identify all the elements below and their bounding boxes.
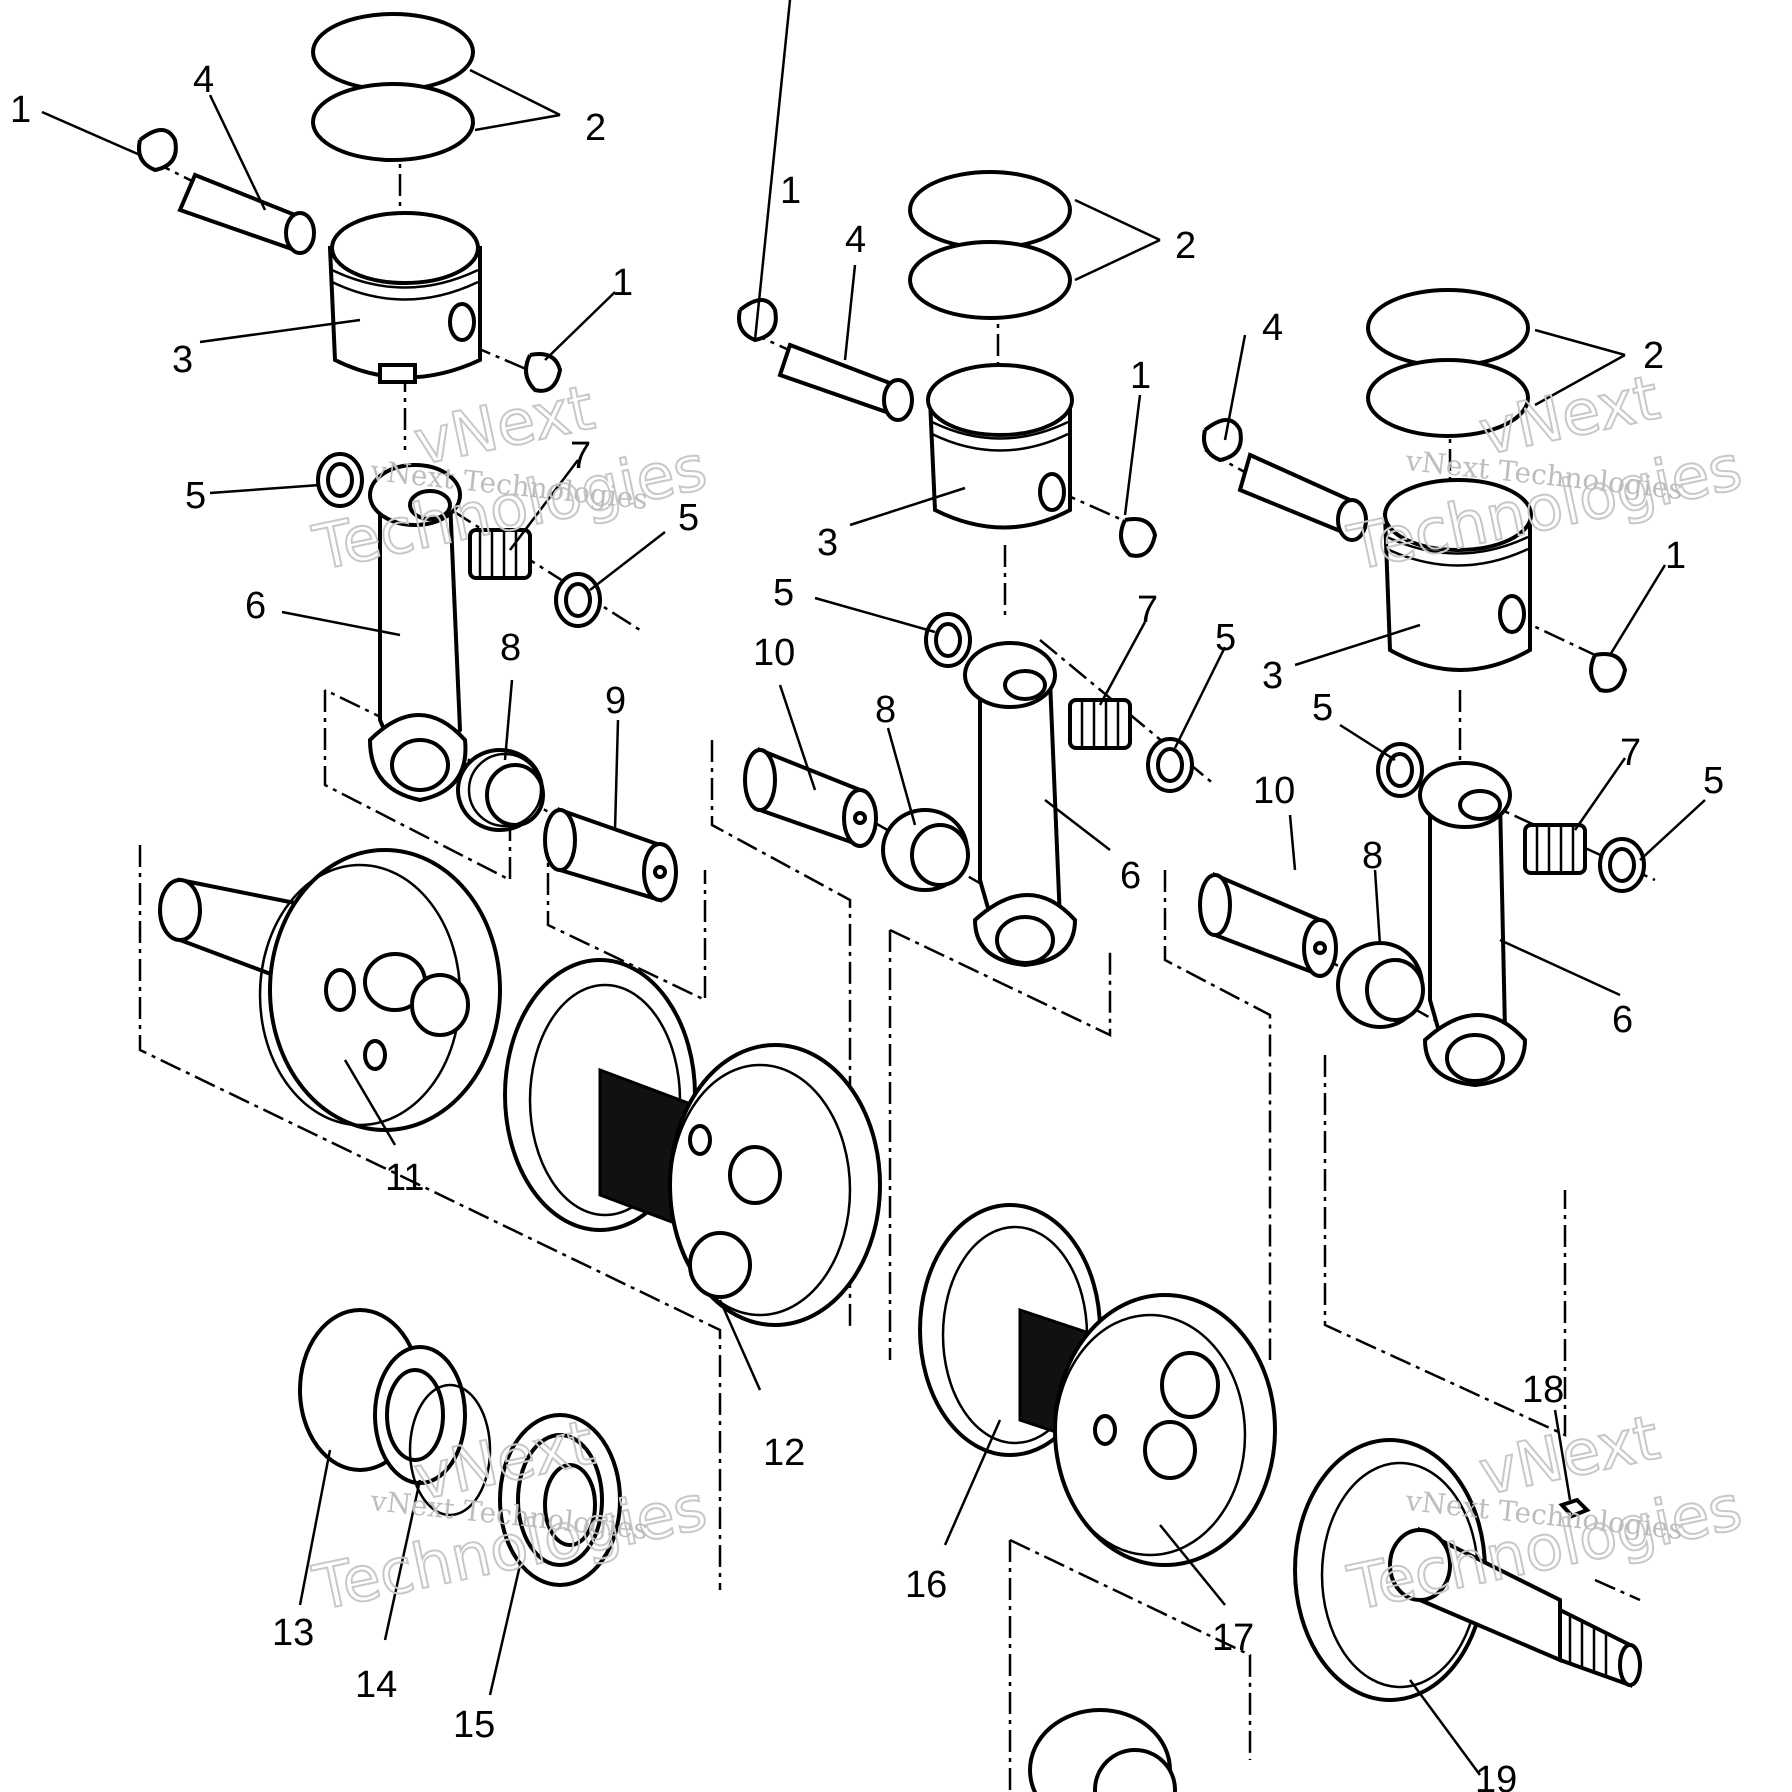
circlip-c2 xyxy=(1589,652,1628,693)
crank-pin-c xyxy=(1198,871,1338,978)
big-end-bearing-c xyxy=(1336,941,1425,1029)
piston-c xyxy=(1382,478,1533,672)
callout-4: 4 xyxy=(845,219,866,261)
callout-18: 18 xyxy=(1522,1369,1564,1411)
callout-16: 16 xyxy=(905,1564,947,1606)
callout-9: 9 xyxy=(605,680,626,722)
callout-15: 15 xyxy=(453,1704,495,1746)
callout-3: 3 xyxy=(1262,655,1283,697)
crankshaft-center-16-17 xyxy=(918,1203,1277,1567)
wrist-pin-c xyxy=(1237,452,1368,542)
big-end-bearing-a xyxy=(456,748,545,832)
callout-10: 10 xyxy=(753,632,795,674)
callout-7: 7 xyxy=(1620,732,1641,774)
small-end-bearing-c xyxy=(1523,823,1587,875)
callout-11: 11 xyxy=(385,1157,424,1199)
callout-1: 1 xyxy=(612,262,633,304)
callout-1: 1 xyxy=(1665,535,1686,577)
piston-ring-top-c xyxy=(1366,288,1530,368)
crankshaft-center-12 xyxy=(503,958,882,1327)
callout-2: 2 xyxy=(585,107,606,149)
callout-1: 1 xyxy=(1130,355,1151,397)
piston-set-left xyxy=(137,12,678,903)
callout-14: 14 xyxy=(355,1664,397,1706)
main-bearings-13-15 xyxy=(298,1308,622,1587)
callout-5: 5 xyxy=(773,572,794,614)
crankshaft-end-11 xyxy=(158,848,502,1132)
small-end-bearing-b xyxy=(1068,698,1132,750)
connecting-rod-b xyxy=(963,641,1078,968)
callout-5: 5 xyxy=(1703,760,1724,802)
piston-b xyxy=(926,363,1074,530)
leader-lines xyxy=(41,0,1706,1776)
piston-ring-top-b xyxy=(908,170,1072,250)
callout-2: 2 xyxy=(1175,225,1196,267)
callout-4: 4 xyxy=(1262,307,1283,349)
connecting-rod-a xyxy=(367,463,468,803)
wrist-pin-a xyxy=(177,172,316,255)
callout-1: 1 xyxy=(780,170,801,212)
piston-ring-top-a xyxy=(311,12,475,92)
wrist-pin-b xyxy=(777,342,914,422)
callout-10: 10 xyxy=(1253,770,1295,812)
callout-12: 12 xyxy=(763,1432,805,1474)
big-end-bearing-b xyxy=(881,808,970,892)
callout-6: 6 xyxy=(245,585,266,627)
crank-pin-b xyxy=(743,747,878,848)
piston-ring-bottom-c xyxy=(1366,358,1530,438)
woodruff-key-18 xyxy=(1558,1497,1591,1519)
callout-19: 19 xyxy=(1475,1759,1517,1792)
callout-13: 13 xyxy=(272,1612,314,1654)
callout-6: 6 xyxy=(1120,855,1141,897)
callout-5: 5 xyxy=(678,497,699,539)
piston-a xyxy=(327,211,482,384)
piston-set-right xyxy=(1198,288,1646,1088)
crank-pin-a xyxy=(543,807,678,903)
callout-7: 7 xyxy=(1137,589,1158,631)
piston-set-middle xyxy=(737,170,1194,968)
callout-7: 7 xyxy=(570,435,591,477)
circlip-c1 xyxy=(1202,418,1243,463)
callout-labels: 1 4 2 3 1 5 7 5 6 8 9 11 1 4 2 1 3 5 10 … xyxy=(10,59,1724,1792)
callout-4: 4 xyxy=(193,59,214,101)
callout-8: 8 xyxy=(500,627,521,669)
crankshaft-end-19 xyxy=(1028,1438,1642,1792)
connecting-rod-c xyxy=(1418,761,1528,1088)
callout-6: 6 xyxy=(1612,999,1633,1041)
piston-ring-bottom-a xyxy=(311,82,475,162)
callout-8: 8 xyxy=(875,689,896,731)
callout-17: 17 xyxy=(1212,1617,1254,1659)
callout-2: 2 xyxy=(1643,335,1664,377)
callout-5: 5 xyxy=(1215,617,1236,659)
circlip-a1 xyxy=(137,128,178,173)
callout-3: 3 xyxy=(817,522,838,564)
piston-ring-bottom-b xyxy=(908,240,1072,320)
callout-5: 5 xyxy=(185,475,206,517)
callout-1: 1 xyxy=(10,89,31,131)
circlip-b2 xyxy=(1119,517,1158,558)
callout-5: 5 xyxy=(1312,687,1333,729)
callout-8: 8 xyxy=(1362,835,1383,877)
callout-3: 3 xyxy=(172,339,193,381)
